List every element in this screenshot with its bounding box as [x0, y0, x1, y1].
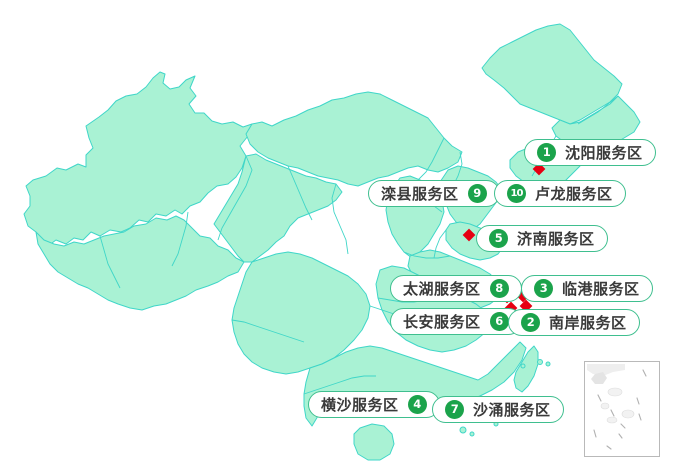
label-text-shenyang: 沈阳服务区 [565, 144, 643, 162]
label-text-hengsha: 横沙服务区 [321, 396, 399, 414]
label-jinan[interactable]: 5 济南服务区 [476, 225, 608, 252]
label-text-changan: 长安服务区 [403, 313, 481, 331]
label-text-lingang: 临港服务区 [562, 280, 640, 298]
label-nanan[interactable]: 2 南岸服务区 [508, 309, 640, 336]
island-dot-5 [469, 431, 475, 437]
province-xinjiang [23, 71, 253, 247]
province-gansu [213, 153, 343, 263]
label-text-nanan: 南岸服务区 [549, 314, 627, 332]
badge-number-7: 7 [445, 400, 464, 419]
label-text-shayong: 沙涌服务区 [473, 401, 551, 419]
label-text-taihu: 太湖服务区 [403, 280, 481, 298]
island-dot-4 [459, 426, 467, 434]
province-heilongjiang [481, 23, 623, 125]
badge-number-5: 5 [489, 229, 508, 248]
label-text-jinan: 济南服务区 [517, 230, 595, 248]
label-taihu[interactable]: 太湖服务区 8 [390, 275, 522, 302]
island-taiwan [513, 345, 539, 393]
label-lingang[interactable]: 3 临港服务区 [521, 275, 653, 302]
badge-number-6: 6 [489, 312, 509, 331]
island-dot-3 [520, 363, 526, 369]
south-china-sea-inset[interactable] [584, 361, 660, 457]
inset-map-content [587, 364, 647, 450]
badge-number-8: 8 [489, 279, 509, 298]
label-text-luanxian: 滦县服务区 [381, 185, 459, 203]
badge-number-1: 1 [537, 143, 556, 162]
province-boundaries [99, 95, 619, 395]
badge-number-9: 9 [467, 184, 487, 203]
label-lulong[interactable]: 10 卢龙服务区 [494, 180, 626, 207]
label-shayong[interactable]: 7 沙涌服务区 [432, 396, 564, 423]
label-text-lulong: 卢龙服务区 [535, 185, 613, 203]
island-dot-1 [537, 359, 543, 365]
label-hengsha[interactable]: 横沙服务区 4 [308, 391, 440, 418]
badge-number-10: 10 [507, 184, 526, 203]
badge-number-3: 3 [534, 279, 553, 298]
badge-number-4: 4 [407, 395, 427, 414]
label-luanxian[interactable]: 滦县服务区 9 [368, 180, 500, 207]
label-shenyang[interactable]: 1 沈阳服务区 [524, 139, 656, 166]
label-changan[interactable]: 长安服务区 6 [390, 308, 522, 335]
island-hainan [353, 423, 395, 461]
island-dot-2 [545, 361, 551, 367]
badge-number-2: 2 [521, 313, 540, 332]
province-inner-mongolia [245, 91, 463, 187]
